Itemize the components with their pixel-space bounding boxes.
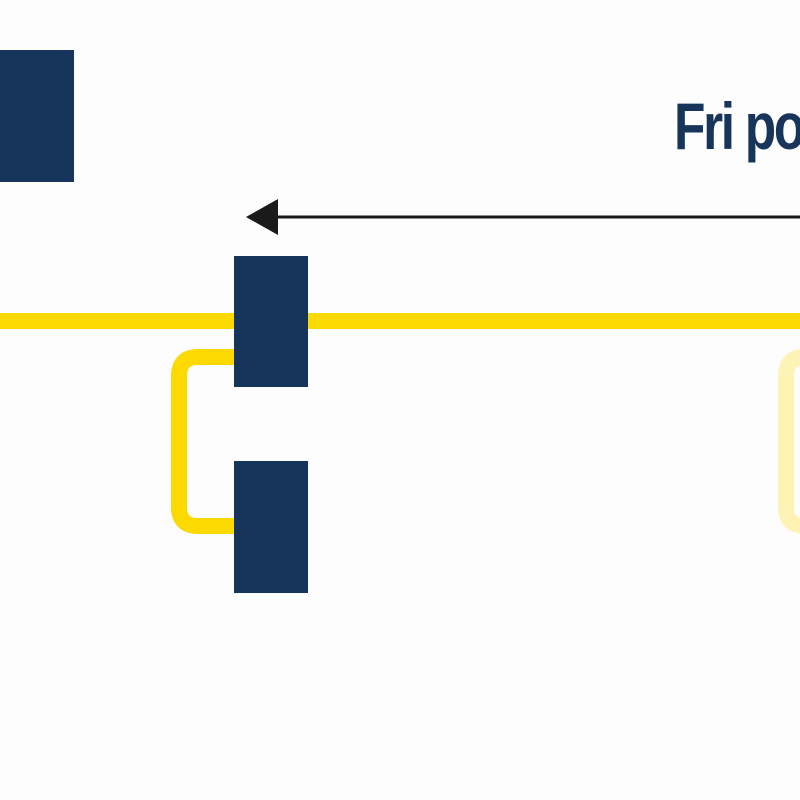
corner-block	[0, 50, 74, 182]
faded-siding-loop	[778, 349, 800, 534]
diagram-title: Fri po	[674, 89, 800, 163]
siding-loop	[171, 349, 238, 534]
lower-block	[234, 461, 308, 593]
direction-arrow-head	[246, 199, 278, 235]
upper-block	[234, 256, 308, 387]
